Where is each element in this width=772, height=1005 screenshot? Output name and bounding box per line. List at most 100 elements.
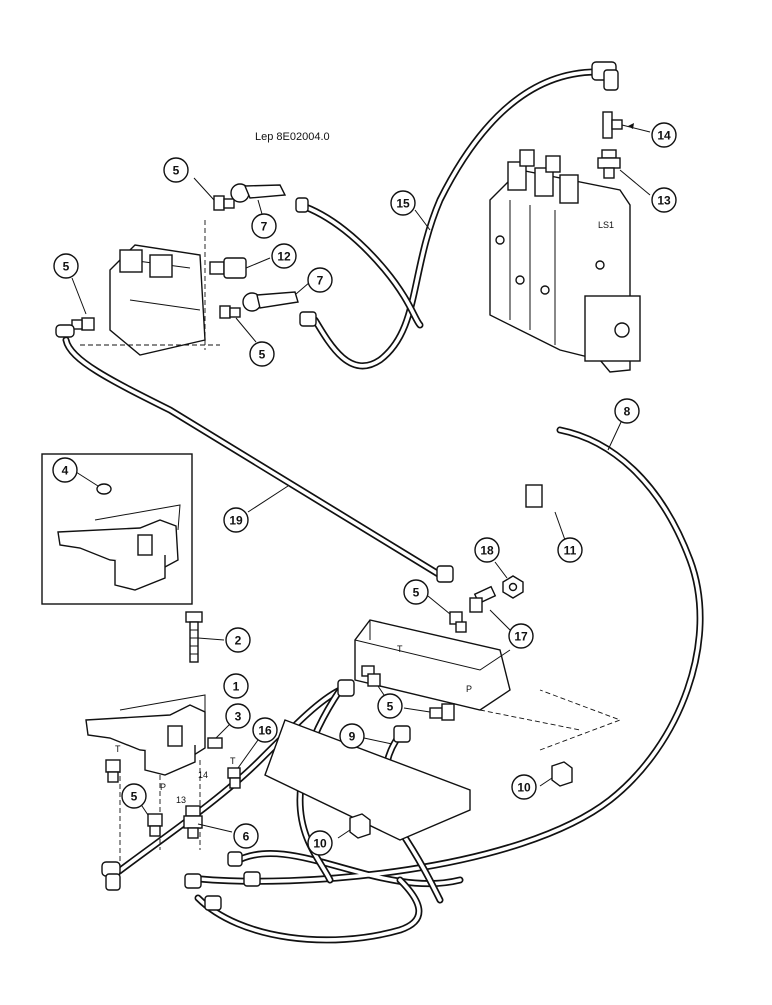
callout-1: 1 (223, 673, 249, 699)
callout-17-num: 17 (514, 630, 528, 644)
callout-2-num: 2 (235, 634, 242, 648)
callout-5c: 5 (249, 341, 275, 367)
callout-5b-num: 5 (63, 260, 70, 274)
adapter-fitting-5e (105, 759, 163, 837)
elbow-fitting-pipe-19-left (55, 324, 75, 338)
callout-4-num: 4 (62, 464, 69, 478)
callout-3-num: 3 (235, 710, 242, 724)
callout-14: 14 (651, 122, 677, 148)
callout-5c-num: 5 (259, 348, 266, 362)
callout-12-num: 12 (277, 250, 291, 264)
callout-15-num: 15 (396, 197, 410, 211)
fitting-16 (227, 739, 259, 789)
callout-15: 15 (390, 190, 416, 216)
callout-2: 2 (225, 627, 251, 653)
callout-13-num: 13 (657, 194, 671, 208)
bolt-2 (185, 611, 225, 663)
adapter-fitting-13 (597, 149, 651, 196)
callout-10b: 10 (511, 774, 537, 800)
hose-lower-left (114, 686, 344, 876)
pilot-valve-1: T P 14 13 T (85, 694, 236, 870)
adapter-fitting-5f-2 (403, 703, 455, 721)
mounting-block-tp: T P (354, 619, 622, 751)
hose-bottom (194, 876, 423, 944)
port-label-p-valve: P (160, 782, 166, 792)
pilot-valve-block-upper (80, 220, 220, 356)
adapter-fitting-5c (219, 305, 257, 343)
port-label-ls1: LS1 (598, 220, 614, 230)
callout-5e: 5 (121, 783, 147, 809)
clamp-10a (337, 813, 371, 839)
banjo-fitting-17 (469, 585, 511, 631)
callout-7a-num: 7 (261, 220, 268, 234)
hose-15 (311, 68, 604, 370)
tee-fitting-14 (602, 111, 651, 139)
callout-8: 8 (614, 398, 640, 424)
callout-6-num: 6 (243, 830, 250, 844)
callout-5d-num: 5 (413, 586, 420, 600)
callout-6: 6 (233, 823, 259, 849)
callout-1-num: 1 (233, 680, 240, 694)
callout-17: 17 (508, 623, 534, 649)
callout-7b: 7 (307, 267, 333, 293)
leader-lines (247, 209, 623, 745)
callout-18-num: 18 (480, 544, 494, 558)
port-label-t-small: T (230, 756, 236, 766)
callout-16: 16 (252, 717, 278, 743)
callout-5a: 5 (163, 157, 189, 183)
port-label-13: 13 (176, 795, 186, 805)
pipe-19 (62, 336, 444, 579)
callout-3: 3 (225, 703, 251, 729)
callout-11: 11 (557, 537, 583, 563)
nut-18 (494, 561, 524, 599)
port-label-t-valve: T (115, 744, 121, 754)
callout-19-num: 19 (229, 514, 243, 528)
hose-end-9-upper (337, 679, 355, 697)
pipe-19-end-nut (436, 565, 454, 583)
elbow-fitting-bottom-left (101, 861, 121, 891)
hose-end-9-lower (393, 725, 411, 743)
callout-5f: 5 (377, 693, 403, 719)
callout-5e-num: 5 (131, 790, 138, 804)
callout-10a: 10 (307, 830, 333, 856)
callout-4: 4 (52, 457, 78, 483)
callout-18: 18 (474, 537, 500, 563)
callout-11-num: 11 (564, 544, 577, 558)
callout-9: 9 (339, 723, 365, 749)
callout-16-num: 16 (258, 724, 272, 738)
callouts: 5 7 15 14 13 5 12 7 5 8 4 19 11 18 5 17 … (52, 122, 677, 856)
adapter-fitting-5b (71, 277, 95, 331)
adapter-fitting-5a (193, 177, 235, 211)
pressure-switch-12 (209, 257, 271, 279)
port-label-14: 14 (198, 770, 208, 780)
port-label-t-block: T (397, 644, 403, 654)
callout-19: 19 (223, 507, 249, 533)
adapter-fitting-5d (427, 595, 467, 633)
hose-end-fitting-bottom (184, 851, 261, 911)
elbow-fitting-7a (230, 183, 287, 215)
callout-7b-num: 7 (317, 274, 324, 288)
clip-3 (207, 721, 233, 749)
callout-14-num: 14 (657, 129, 671, 143)
clamp-10b (539, 761, 573, 787)
restrictor-fitting-6 (183, 805, 233, 839)
callout-9-num: 9 (349, 730, 356, 744)
elbow-fitting-7b (242, 281, 311, 312)
callout-5f-num: 5 (387, 700, 394, 714)
callout-10b-num: 10 (517, 781, 531, 795)
hose-upper (296, 201, 424, 329)
callout-10a-num: 10 (313, 837, 327, 851)
hose-clamp-11 (525, 484, 577, 541)
top-elbow-fitting (591, 61, 619, 91)
port-label-p-block: P (466, 684, 472, 694)
callout-7a: 7 (251, 213, 277, 239)
hose-end-fitting-upper (295, 197, 317, 327)
mounting-plate-lower (264, 719, 471, 841)
reference-code: Lep 8E02004.0 (255, 131, 330, 143)
callout-5a-num: 5 (173, 164, 180, 178)
callout-8-num: 8 (624, 405, 631, 419)
callout-5d: 5 (403, 579, 429, 605)
control-valve-bank: LS1 (489, 149, 641, 373)
